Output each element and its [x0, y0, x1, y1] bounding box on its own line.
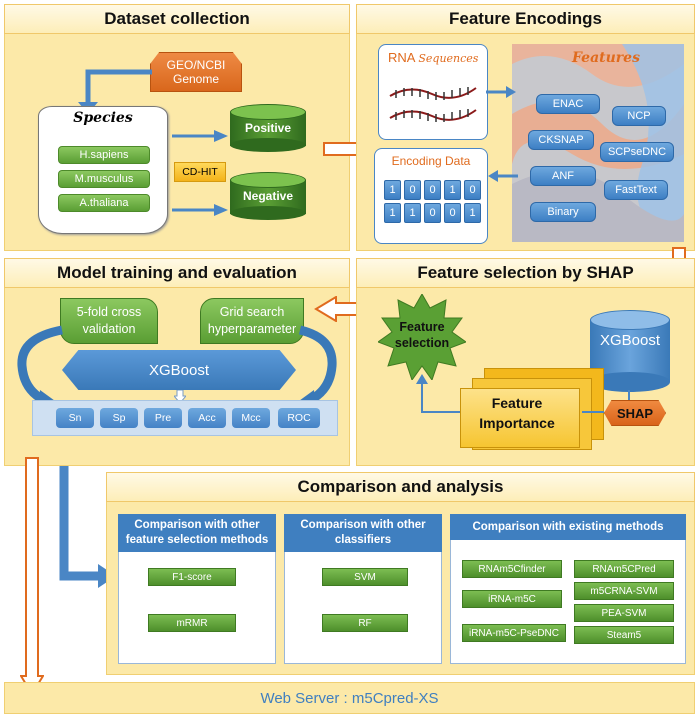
species-to-data-arrows	[172, 130, 228, 216]
species-item: A.thaliana	[58, 194, 150, 212]
feature-tag: NCP	[612, 106, 666, 126]
feature-importance-label: Feature Importance	[479, 395, 555, 431]
matrix-cell: 0	[424, 203, 441, 223]
comparison-item: RNAm5CPred	[574, 560, 674, 578]
web-server-footer: Web Server : m5Cpred-XS	[4, 682, 695, 714]
feature-tag: FastText	[604, 180, 668, 200]
feature-tag: ENAC	[536, 94, 600, 114]
selection-panel-title: Feature selection by SHAP	[356, 258, 695, 288]
metric-tag: Acc	[188, 408, 226, 428]
negative-label: Negative	[242, 189, 294, 203]
feature-tag: CKSNAP	[528, 130, 594, 150]
comparison-item: iRNA-m5C	[462, 590, 562, 608]
positive-label: Positive	[244, 121, 292, 135]
comparison-item: iRNA-m5C-PseDNC	[462, 624, 566, 642]
matrix-cell: 0	[444, 203, 461, 223]
rna-sequences-label: Sequences	[418, 52, 479, 65]
feature-selection-starburst	[378, 294, 466, 380]
importance-doc	[460, 388, 580, 448]
comparison-item: mRMR	[148, 614, 236, 632]
xgboost-hexagon: XGBoost	[62, 350, 296, 390]
negative-database-icon	[230, 172, 306, 220]
comparison-item: RNAm5Cfinder	[462, 560, 562, 578]
metric-tag: ROC	[278, 408, 320, 428]
dataset-panel-title: Dataset collection	[4, 4, 350, 34]
matrix-cell: 0	[464, 180, 481, 200]
shap-box: SHAP	[604, 400, 666, 426]
metric-tag: Sn	[56, 408, 94, 428]
feature-tag: SCPseDNC	[600, 142, 674, 162]
matrix-cell: 0	[404, 180, 421, 200]
encodings-panel-title: Feature Encodings	[356, 4, 695, 34]
comparison-item: m5CRNA-SVM	[574, 582, 674, 600]
model-panel-title: Model training and evaluation	[4, 258, 350, 288]
comparison-item: PEA-SVM	[574, 604, 674, 622]
matrix-cell: 0	[424, 180, 441, 200]
matrix-cell: 1	[384, 180, 401, 200]
species-title: Species	[73, 110, 133, 126]
rna-label: RNA	[388, 50, 415, 65]
cdhit-tag: CD-HIT	[174, 162, 226, 182]
feature-tag: ANF	[530, 166, 596, 186]
comparison-item: F1-score	[148, 568, 236, 586]
comparison-panel-title: Comparison and analysis	[106, 472, 695, 502]
matrix-cell: 1	[464, 203, 481, 223]
species-item: M.musculus	[58, 170, 150, 188]
comparison-col2-title: Comparison with other classifiers	[284, 514, 442, 552]
matrix-cell: 1	[384, 203, 401, 223]
rna-to-features-arrow	[486, 86, 516, 98]
encoding-matrix: 1 0 0 1 0 1 1 0 0 1	[384, 180, 481, 223]
species-item: H.sapiens	[58, 146, 150, 164]
positive-database-icon	[230, 104, 306, 152]
xgboost-down-arrow	[174, 390, 186, 404]
cv-box: 5-fold cross validation	[60, 298, 158, 344]
comparison-item: SVM	[322, 568, 408, 586]
selection-xgboost-label: XGBoost	[599, 332, 661, 349]
rna-strand-icon	[389, 87, 477, 122]
metric-tag: Sp	[100, 408, 138, 428]
comparison-col1-title: Comparison with other feature selection …	[118, 514, 276, 552]
comparison-item: RF	[322, 614, 408, 632]
shap-to-selection-arrows	[416, 374, 604, 413]
metric-tag: Pre	[144, 408, 182, 428]
features-title: Features	[572, 50, 640, 66]
model-to-webserver-arrow	[20, 457, 44, 696]
feature-selection-label: Feature selection	[394, 320, 450, 350]
matrix-cell: 1	[404, 203, 421, 223]
features-to-encoding-arrow	[488, 170, 518, 182]
geo-genome-box: GEO/NCBI Genome	[150, 52, 242, 92]
comparison-col3-title: Comparison with existing methods	[450, 514, 686, 540]
metric-tag: Mcc	[232, 408, 270, 428]
encoding-data-title: Encoding Data	[391, 154, 471, 168]
feature-tag: Binary	[530, 202, 596, 222]
grid-search-box: Grid search hyperparameter	[200, 298, 304, 344]
matrix-cell: 1	[444, 180, 461, 200]
rna-sequences-title: RNA Sequences	[388, 50, 478, 65]
comparison-item: Steam5	[574, 626, 674, 644]
